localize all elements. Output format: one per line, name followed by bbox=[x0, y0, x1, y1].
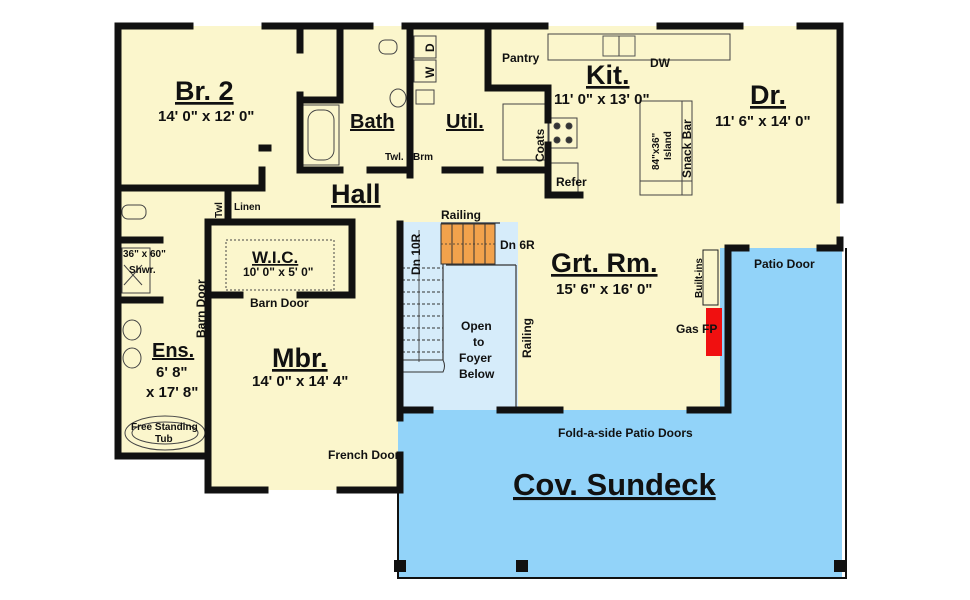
label-down-6r: Dn 6R bbox=[500, 238, 535, 252]
label-barn-door-wic: Barn Door bbox=[250, 296, 309, 310]
room-name-mbr: Mbr. bbox=[272, 343, 328, 373]
room-name-dr: Dr. bbox=[750, 80, 786, 110]
fireplace bbox=[706, 308, 722, 356]
label-washer: W bbox=[423, 66, 437, 78]
room-dims-dr: 11' 6" x 14' 0" bbox=[715, 113, 811, 130]
room-name-br2: Br. 2 bbox=[175, 76, 234, 106]
label-towel-ens: Twl bbox=[214, 202, 225, 218]
room-dims-ens-2: x 17' 8" bbox=[146, 384, 198, 401]
label-shower-size: 36" x 60" bbox=[123, 249, 166, 260]
label-linen: Linen bbox=[234, 202, 261, 213]
label-built-ins: Built-ins bbox=[694, 258, 705, 298]
annotations: Pantry DW Coats Refer 84"x36" Island Sna… bbox=[123, 43, 815, 462]
label-fold-doors: Fold-a-side Patio Doors bbox=[558, 426, 693, 440]
label-shower: Shwr. bbox=[129, 265, 156, 276]
label-dryer: D bbox=[423, 43, 437, 52]
label-pantry: Pantry bbox=[502, 51, 540, 65]
walls bbox=[114, 22, 844, 494]
label-down-10r: Dn 10R bbox=[409, 233, 423, 275]
label-snack-bar: Snack Bar bbox=[680, 119, 694, 178]
room-name-ens: Ens. bbox=[152, 340, 194, 362]
room-dims-br2: 14' 0" x 12' 0" bbox=[158, 108, 254, 125]
label-railing-top: Railing bbox=[441, 208, 481, 222]
room-dims-ens-1: 6' 8" bbox=[156, 364, 188, 381]
columns bbox=[394, 560, 846, 572]
label-island-size: 84"x36" bbox=[651, 132, 662, 170]
label-french-door: French Door bbox=[328, 448, 400, 462]
label-dw: DW bbox=[650, 56, 671, 70]
room-dims-mbr: 14' 0" x 14' 4" bbox=[252, 373, 348, 390]
room-name-grt: Grt. Rm. bbox=[551, 248, 658, 278]
room-dims-grt: 15' 6" x 16' 0" bbox=[556, 281, 652, 298]
stairs bbox=[402, 222, 517, 410]
room-name-wic: W.I.C. bbox=[252, 248, 298, 267]
label-railing-side: Railing bbox=[520, 318, 534, 358]
room-name-bath: Bath bbox=[350, 111, 394, 133]
room-name-hall: Hall bbox=[331, 179, 381, 209]
exterior-outline bbox=[397, 248, 847, 579]
label-towel-bath: Twl. bbox=[385, 152, 404, 163]
label-broom: Brm bbox=[413, 152, 433, 163]
label-open-1: Open bbox=[461, 319, 492, 333]
label-coats: Coats bbox=[533, 128, 547, 162]
label-open-4: Below bbox=[459, 367, 495, 381]
label-tub-2: Tub bbox=[155, 434, 173, 445]
room-dims-kit: 11' 0" x 13' 0" bbox=[554, 91, 650, 108]
label-gas-fireplace: Gas FP bbox=[676, 322, 717, 336]
room-name-util: Util. bbox=[446, 111, 484, 133]
label-tub-1: Free Standing bbox=[131, 422, 198, 433]
label-refer: Refer bbox=[556, 175, 587, 189]
room-name-sundeck: Cov. Sundeck bbox=[513, 467, 716, 502]
label-open-3: Foyer bbox=[459, 351, 492, 365]
label-island: Island bbox=[663, 131, 674, 160]
label-patio-door: Patio Door bbox=[754, 257, 815, 271]
room-name-kit: Kit. bbox=[586, 60, 630, 90]
room-labels: Br. 2 14' 0" x 12' 0" Bath Util. Kit. 11… bbox=[146, 60, 811, 502]
room-dims-wic: 10' 0" x 5' 0" bbox=[243, 265, 313, 279]
label-open-2: to bbox=[473, 335, 484, 349]
label-barn-door-ens: Barn Door bbox=[194, 279, 208, 338]
